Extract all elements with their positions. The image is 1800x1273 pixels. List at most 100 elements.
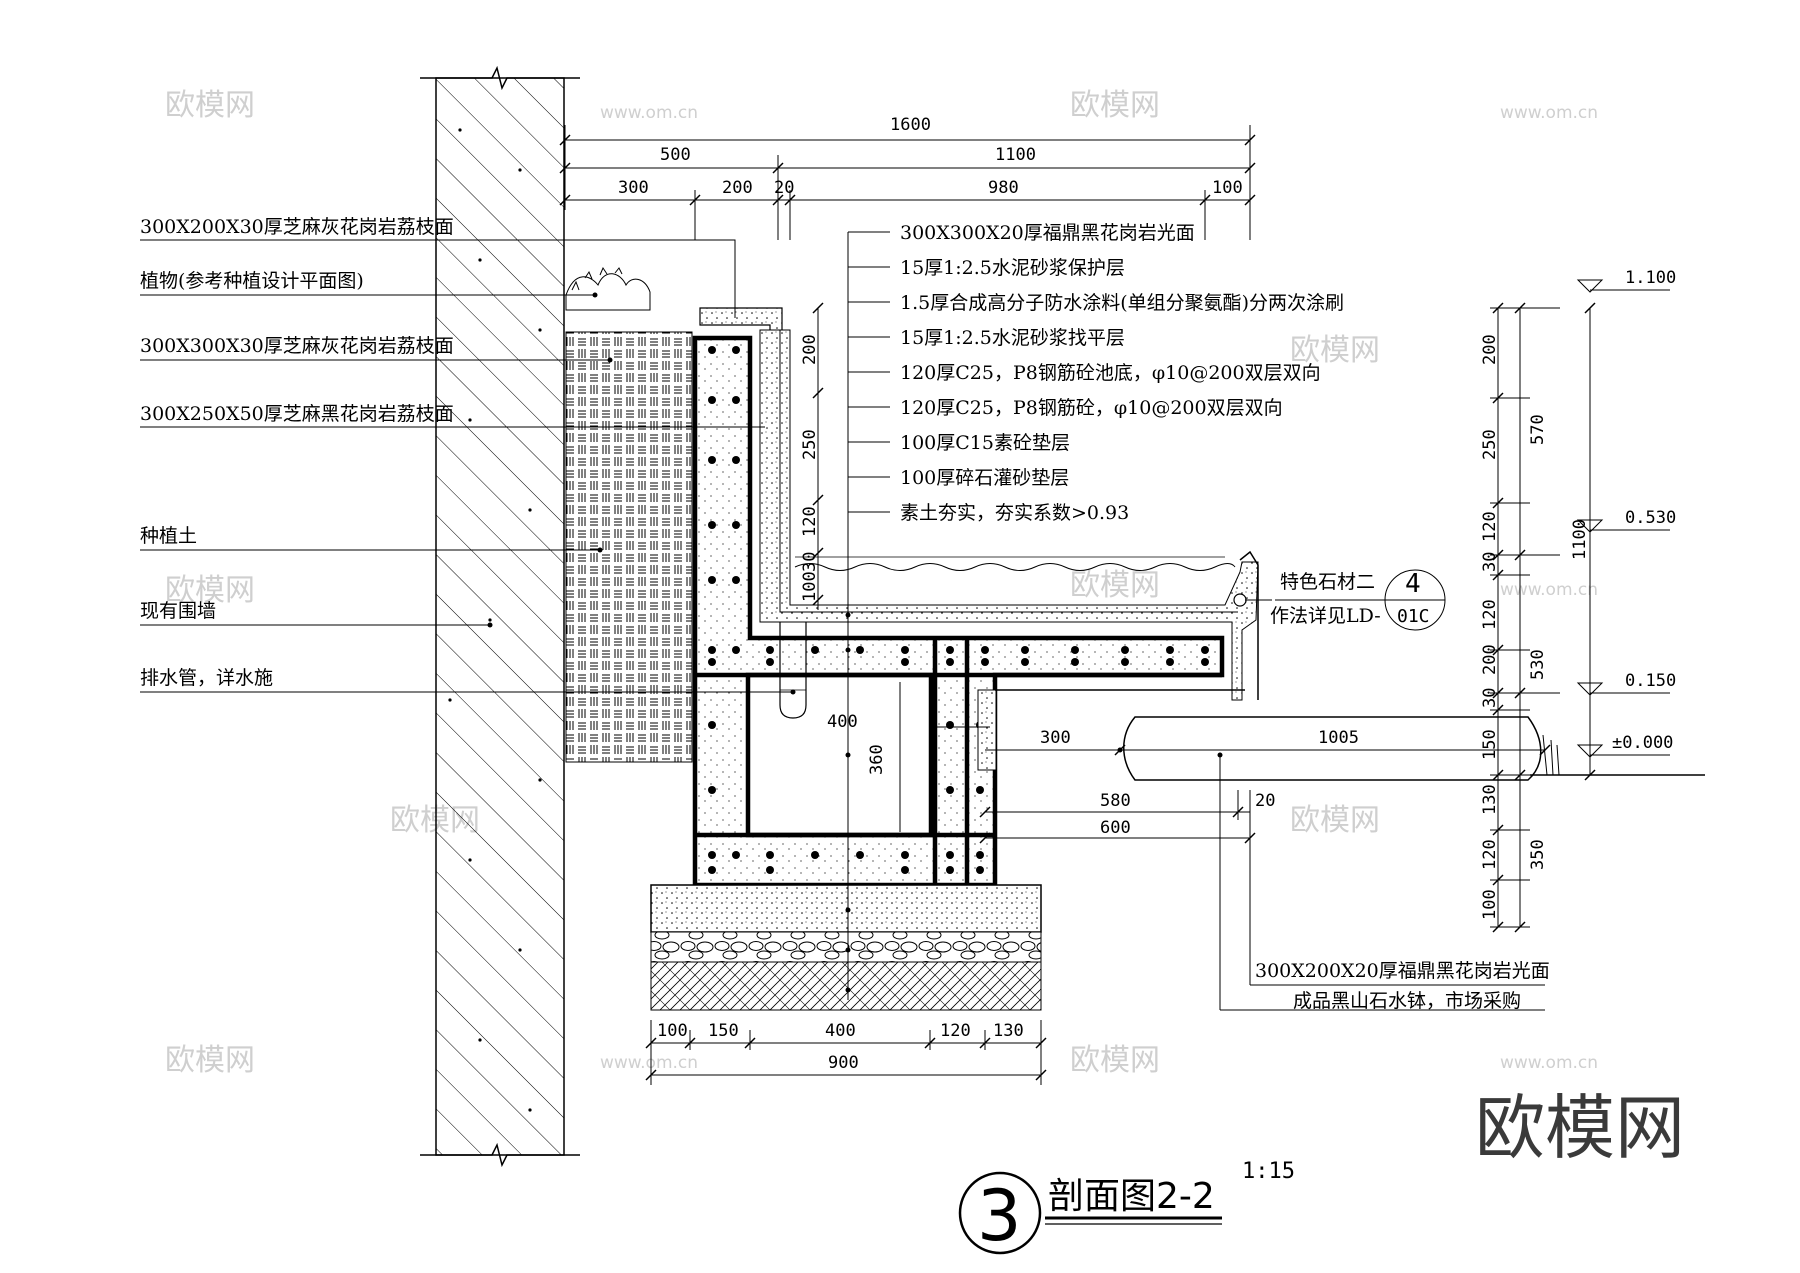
dim-v30: 30 (800, 552, 820, 572)
layer-label-1: 300X300X20厚福鼎黑花岗岩光面 (900, 222, 1195, 244)
dim-100: 100 (1212, 178, 1243, 198)
label-stone-bowl: 成品黑山石水钵，市场采购 (1293, 990, 1521, 1012)
existing-wall (420, 65, 580, 1168)
layer-label-4: 15厚1:2.5水泥砂浆找平层 (900, 327, 1125, 349)
dim-600: 600 (1100, 818, 1131, 838)
detail-number: 4 (1405, 569, 1421, 599)
label-plants: 植物(参考种植设计平面图) (140, 270, 364, 292)
dim-500: 500 (660, 145, 691, 165)
watermark-brand: 欧模网 (1290, 803, 1380, 838)
dim-1100: 1100 (995, 145, 1036, 165)
dim-r-250: 250 (1480, 429, 1500, 460)
dim-r-30b: 30 (1480, 688, 1500, 708)
elevation-0530: 0.530 (1625, 508, 1676, 528)
dim-300-floor: 300 (1040, 728, 1071, 748)
layer-leaders (848, 231, 890, 513)
dim-r-30: 30 (1480, 552, 1500, 572)
watermark-url: www.om.cn (600, 1053, 698, 1073)
dim-r-570: 570 (1528, 414, 1548, 445)
dim-b-130: 130 (993, 1021, 1024, 1041)
dim-r-200b: 200 (1480, 644, 1500, 675)
layer-label-6: 120厚C25，P8钢筋砼，φ10@200双层双向 (900, 397, 1283, 419)
label-wall-stone: 300X250X50厚芝麻黑花岗岩荔枝面 (140, 403, 454, 425)
elevation-0000: ±0.000 (1612, 733, 1673, 753)
label-feature-stone: 特色石材二 (1280, 571, 1375, 593)
watermark-url: www.om.cn (1500, 580, 1598, 600)
dim-v200: 200 (800, 334, 820, 365)
layer-label-3: 1.5厚合成高分子防水涂料(单组分聚氨酯)分两次涂刷 (900, 292, 1344, 314)
dim-20-floor: 20 (1255, 791, 1275, 811)
watermark-brand: 欧模网 (1290, 333, 1380, 368)
dim-r-120: 120 (1480, 511, 1500, 542)
dim-r-530: 530 (1528, 649, 1548, 680)
dim-b-150: 150 (708, 1021, 739, 1041)
dim-300: 300 (618, 178, 649, 198)
elevation-0150: 0.150 (1625, 671, 1676, 691)
dim-980: 980 (988, 178, 1019, 198)
watermark-brand: 欧模网 (1070, 568, 1160, 603)
dim-b-120: 120 (940, 1021, 971, 1041)
right-dims (1490, 279, 1670, 933)
dim-r-120b: 120 (1480, 599, 1500, 630)
dim-v100: 100 (800, 571, 820, 602)
dim-box-height: 360 (867, 744, 887, 775)
right-leaders (1245, 569, 1446, 631)
label-planting-soil: 种植土 (140, 525, 197, 547)
watermark-brand: 欧模网 (165, 1043, 255, 1078)
dim-r-130: 130 (1480, 784, 1500, 815)
watermark-brand: 欧模网 (1070, 88, 1160, 123)
dim-r-100: 100 (1480, 889, 1500, 920)
dim-r-150: 150 (1480, 729, 1500, 760)
left-leaders (140, 239, 793, 693)
label-top-stone: 300X300X30厚芝麻灰花岗岩荔枝面 (140, 335, 454, 357)
dim-total-1600: 1600 (890, 115, 931, 135)
title-text: 剖面图2-2 (1048, 1176, 1215, 1217)
dim-v250: 250 (800, 429, 820, 460)
dim-b-400: 400 (825, 1021, 856, 1041)
dim-r-200: 200 (1480, 334, 1500, 365)
watermark-brand: 欧模网 (165, 573, 255, 608)
dim-b-100: 100 (657, 1021, 688, 1041)
dim-580: 580 (1100, 791, 1131, 811)
dim-b-900: 900 (828, 1053, 859, 1073)
brand-logo: 欧模网 (1475, 1087, 1685, 1169)
elevation-1100: 1.100 (1625, 268, 1676, 288)
layer-label-8: 100厚碎石灌砂垫层 (900, 467, 1069, 489)
label-drain-pipe: 排水管，详水施 (140, 667, 273, 689)
layer-label-2: 15厚1:2.5水泥砂浆保护层 (900, 257, 1125, 279)
floor-dims (979, 744, 1551, 1011)
floor-dim-dots (1117, 747, 1223, 758)
detail-sheet: 01C (1397, 606, 1430, 627)
watermark-url: www.om.cn (600, 103, 698, 123)
title-number: 3 (977, 1175, 1022, 1257)
label-coping-stone: 300X200X30厚芝麻灰花岗岩荔枝面 (140, 216, 454, 238)
layer-label-9: 素土夯实，夯实系数>0.93 (900, 502, 1129, 524)
dim-r-120c: 120 (1480, 839, 1500, 870)
dim-r-350: 350 (1528, 839, 1548, 870)
left-leader-dots (487, 292, 796, 695)
watermark-brand: 欧模网 (1070, 1043, 1160, 1078)
inner-dims (812, 302, 990, 832)
layer-label-5: 120厚C25，P8钢筋砼池底，φ10@200双层双向 (900, 362, 1321, 384)
title-scale: 1:15 (1242, 1159, 1295, 1184)
dim-20: 20 (774, 178, 794, 198)
watermark-brand: 欧模网 (165, 88, 255, 123)
top-dimensions (559, 125, 1256, 240)
planting-soil (565, 266, 693, 763)
layer-label-7: 100厚C15素砼垫层 (900, 432, 1070, 454)
watermark-url: www.om.cn (1500, 1053, 1598, 1073)
label-bottom-stone: 300X200X20厚福鼎黑花岗岩光面 (1255, 960, 1550, 982)
drawing-title: 3 剖面图2-2 1:15 (958, 1159, 1295, 1257)
watermark-url: www.om.cn (1500, 103, 1598, 123)
dim-r-1100: 1100 (1570, 519, 1590, 560)
dim-box-width: 400 (827, 712, 858, 732)
leader-dots (845, 612, 851, 993)
foundation (650, 884, 1042, 1011)
label-feature-stone-ref: 作法详见LD- (1270, 605, 1381, 627)
bottom-dims (645, 1020, 1047, 1085)
dim-1005: 1005 (1318, 728, 1359, 748)
dim-v120: 120 (800, 506, 820, 537)
label-existing-wall: 现有围墙 (140, 600, 216, 622)
dim-200: 200 (722, 178, 753, 198)
